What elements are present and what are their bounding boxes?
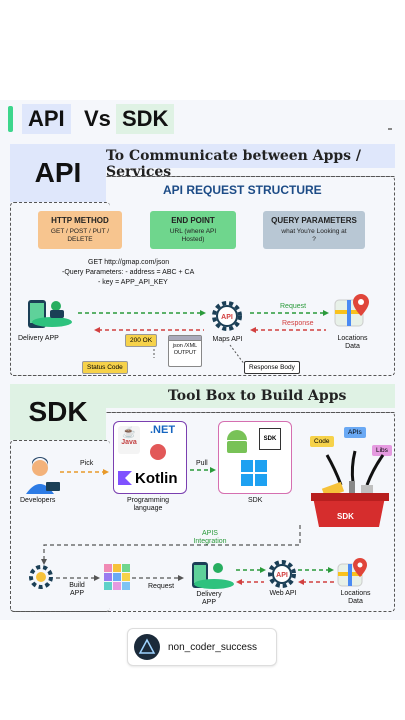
status-200-badge: 200 OK — [125, 334, 158, 347]
sdk-locations-data-label: Locations Data — [340, 590, 371, 606]
android-icon — [227, 430, 247, 453]
query-params-text: what You're Looking at ? — [281, 227, 347, 243]
query-params-box: QUERY PARAMETERS what You're Looking at … — [263, 211, 365, 249]
avatar — [134, 634, 160, 660]
sdk-google-maps-icon — [337, 558, 367, 587]
status-code-label: Status Code — [82, 361, 128, 374]
end-point-box: END POINT URL (where API Hosted) — [150, 211, 236, 249]
api-dashed-top — [106, 176, 395, 177]
maps-api-gear-icon: API — [212, 301, 242, 331]
api-dashed-frame — [10, 176, 395, 376]
net-logo: .NET — [150, 424, 176, 436]
build-app-label: Build APP — [69, 582, 85, 598]
google-maps-icon — [334, 294, 369, 327]
web-api-gear-icon: API — [268, 560, 296, 588]
windows-icon — [241, 460, 267, 486]
title-vs: Vs — [84, 106, 111, 131]
sdk-label: SDK — [10, 384, 106, 440]
app-cube-icon — [104, 564, 130, 590]
toolbox-icon: SDK — [311, 450, 389, 527]
sdk-box-label: SDK — [248, 497, 263, 504]
toolbox-label: SDK — [337, 512, 354, 521]
kotlin-label: Kotlin — [135, 469, 178, 487]
title-sdk: SDK — [116, 104, 175, 134]
footer-handle: non_coder_success — [168, 641, 257, 653]
sdk-delivery-app-label: Delivery APP — [196, 591, 222, 607]
programming-language-box: ☕ Java .NET Kotlin — [113, 421, 187, 494]
title-api: API — [22, 104, 71, 134]
maps-api-icon-text: API — [221, 314, 233, 321]
response-body-label: Response Body — [244, 361, 300, 374]
api-structure-title: API REQUEST STRUCTURE — [163, 183, 322, 197]
java-label: Java — [121, 439, 137, 446]
response-label: Response — [282, 320, 314, 327]
end-point-title: END POINT — [171, 215, 215, 225]
web-api-label: Web API — [269, 590, 297, 597]
json-output-doc: json /XML OUTPUT — [168, 335, 202, 367]
query-params-title: QUERY PARAMETERS — [271, 215, 357, 225]
code-tag: Code — [310, 436, 334, 447]
locations-data-label: Locations Data — [337, 335, 368, 351]
developers-icon — [26, 457, 60, 494]
example-line-1: GET http://gmap.com/json — [88, 259, 170, 266]
request-label: Request — [280, 303, 307, 310]
sdk-dashed-frame — [10, 412, 395, 612]
sdk-delivery-app-icon — [192, 562, 234, 589]
http-method-title: HTTP METHOD — [51, 215, 109, 225]
title-accent — [8, 106, 13, 132]
sdk-request-label: Request — [148, 583, 175, 590]
example-line-3: - key = APP_API_KEY — [98, 279, 168, 286]
sdk-dashed-frame-left — [10, 440, 110, 612]
swift-logo-icon — [150, 444, 166, 460]
kotlin-icon — [118, 471, 132, 485]
build-gear-icon — [29, 565, 53, 589]
dash-mark — [388, 128, 392, 130]
delivery-app-label: Delivery APP — [18, 335, 59, 342]
libs-tag: Libs — [372, 445, 392, 456]
sdk-dashed-top — [106, 412, 395, 413]
programming-language-label: Programming language — [126, 497, 169, 513]
api-dashed-frame-left — [10, 202, 110, 376]
http-method-text: GET / POST / PUT / DELETE — [50, 227, 110, 243]
pick-label: Pick — [80, 460, 94, 467]
kotlin-logo: Kotlin — [118, 468, 184, 488]
end-point-text: URL (where API Hosted) — [169, 227, 217, 243]
java-logo: ☕ Java — [118, 426, 140, 454]
json-doc-header — [169, 336, 201, 341]
example-line-2: -Query Parameters: - address = ABC + CA — [62, 269, 195, 276]
maps-api-label: Maps API — [212, 336, 243, 343]
api-label: API — [10, 144, 106, 202]
apis-integration-label: APIS Integration — [193, 530, 227, 546]
sdk-header: Tool Box to Build Apps — [168, 388, 347, 404]
sdk-doc-icon: SDK — [259, 428, 281, 450]
http-method-box: HTTP METHOD GET / POST / PUT / DELETE — [38, 211, 122, 249]
json-output-label: json /XML OUTPUT — [172, 343, 198, 356]
pull-label: Pull — [196, 460, 208, 467]
avatar-logo-icon — [138, 638, 156, 654]
delivery-app-icon — [28, 300, 72, 328]
footer-badge[interactable]: non_coder_success — [127, 628, 277, 666]
developers-label: Developers — [20, 497, 56, 504]
sdk-box: SDK — [218, 421, 292, 494]
web-api-icon-text: API — [276, 572, 288, 579]
apis-tag: APIs — [344, 427, 366, 438]
